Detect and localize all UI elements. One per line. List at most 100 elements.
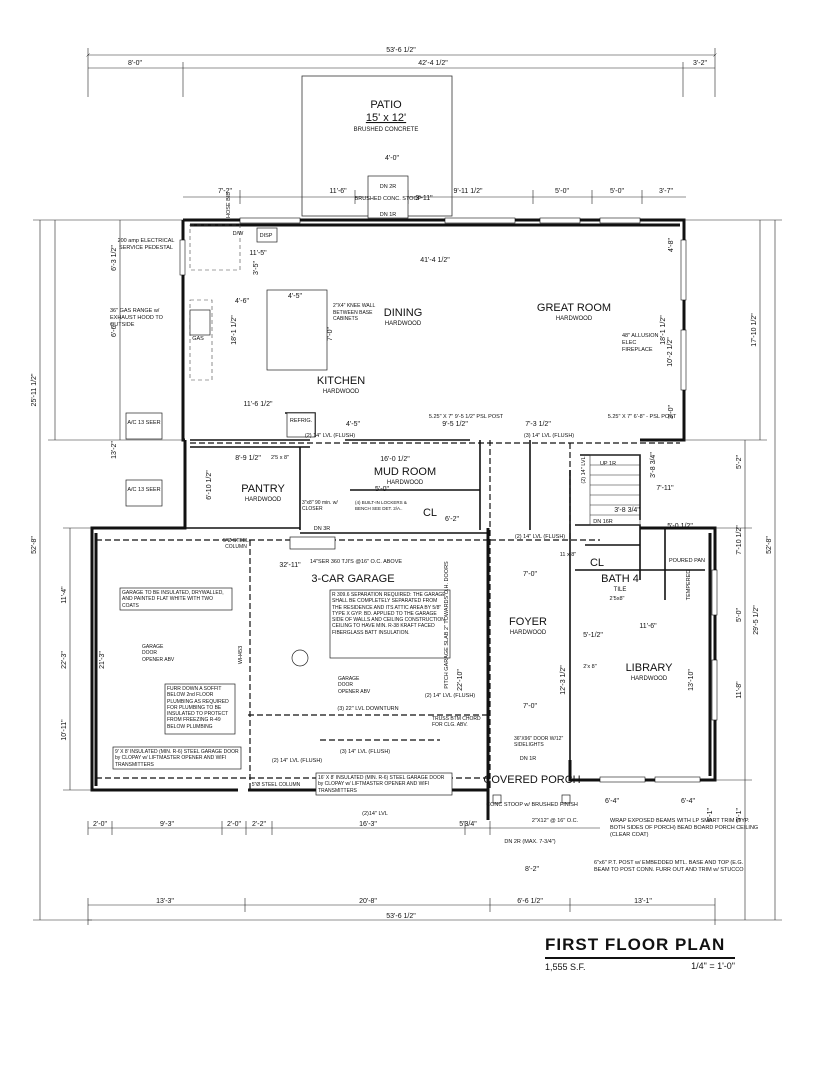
- note-column-2: 5"Ø STEEL COLUMN: [252, 782, 301, 788]
- dim-k8: 4'-8": [668, 238, 675, 252]
- kitchen-finish: HARDWOOD: [323, 389, 360, 395]
- ac-unit-2: [125, 479, 163, 507]
- dim-foyer-width-2: 7'-0": [523, 703, 537, 710]
- dim-right-b: 29'-5 1/2": [753, 605, 760, 635]
- porch-post-right: [561, 794, 571, 804]
- dim-bottom-b: 20'-8": [359, 898, 377, 905]
- dim-foyer-width: 7'-0": [523, 571, 537, 578]
- dim-kitchen-height: 18'-1 1/2": [231, 315, 238, 345]
- dim-island-height: 7'-0": [327, 327, 334, 341]
- note-closet-size: 11 x 8": [560, 552, 577, 558]
- dim-row2-b: 11'-6": [329, 188, 347, 195]
- dim-row2-f: 5'-0": [610, 188, 624, 195]
- dim-right-e: 5'-0": [736, 608, 743, 622]
- gas-range: [189, 309, 211, 336]
- foyer-finish: HARDWOOD: [510, 630, 547, 636]
- dim-kitchen-width: 11'-6 1/2": [244, 401, 274, 408]
- note-dn-2r-b: DN 2R (MAX. 7-3/4"): [504, 839, 555, 845]
- dim-pantry-width: 8'-9 1/2": [235, 455, 261, 462]
- dim-top-left: 8'-0": [128, 60, 142, 67]
- dim-row2-e: 5'-0": [555, 188, 569, 195]
- note-opener-2: GARAGE DOOR OPENER ABV: [338, 676, 370, 695]
- dim-stair-b: 3'-8 3/4": [614, 507, 640, 514]
- dim-k3: 4'-5": [346, 421, 360, 428]
- dim-library-width: 11'-6": [639, 623, 657, 630]
- note-pantry-door: 2'5 x 8": [271, 455, 289, 461]
- separation-note-box: [329, 589, 451, 659]
- top-dimension-strings: [88, 48, 715, 204]
- kitchen-upper-cabinets: [189, 224, 241, 271]
- beam-b8: (2) 14" LVL (FLUSH): [425, 693, 475, 699]
- dim-left-b: 6'-6": [111, 323, 118, 337]
- dim-right-total: 52'-8": [766, 536, 773, 554]
- bath-name: BATH 4: [601, 573, 639, 585]
- dim-k4: 9'-5 1/2": [442, 421, 468, 428]
- dim-library-b2: 6'-4": [681, 798, 695, 805]
- dim-great-height: 18'-1 1/2": [660, 315, 667, 345]
- note-truss: TRUSS BTM CHORD FOR CLG. ABV.: [432, 716, 481, 728]
- stairs: [589, 454, 641, 526]
- dim-k2: 3'-5": [253, 261, 260, 275]
- note-rafters: 2"X12" @ 16" O.C.: [532, 818, 579, 824]
- ac2-label: A/C 13 SEER: [127, 487, 160, 493]
- dim-garage-side: 21'-3": [99, 651, 106, 669]
- dim-foyer-height: 12'-3 1/2": [560, 665, 567, 695]
- beam-b4: (3) 22" LVL DOWNTURN: [337, 706, 398, 712]
- kitchen-island: [266, 289, 328, 371]
- dim-row2-c: 4'-0": [385, 155, 399, 162]
- beam-b3: (2) 14" LVL (FLUSH): [515, 534, 565, 540]
- note-tempered: TEMPERED: [686, 570, 692, 601]
- dim-great-height-2: 10'-2 1/2": [667, 337, 674, 367]
- furr-note-box: [164, 683, 236, 735]
- dim-mud-closet: 6'-2": [445, 516, 459, 523]
- dim-left-total-2: 52'-8": [31, 536, 38, 554]
- note-garage-door-1: 9' X 8' INSULATED (MIN. R-6) STEEL GARAG…: [115, 749, 239, 768]
- pantry-finish: HARDWOOD: [245, 497, 282, 503]
- garage-door-2-note-box: [315, 772, 453, 796]
- dim-right-g: 5'-1": [736, 808, 743, 822]
- great-room-name: GREAT ROOM: [537, 302, 611, 314]
- beam-b5: (3) 14" LVL (FLUSH): [340, 749, 390, 755]
- note-dn-1r-a: DN 1R: [380, 212, 397, 218]
- note-separation: R 309.6 SEPARATION REQUIRED: THE GARAGE …: [332, 592, 446, 636]
- foyer-closet-name: CL: [590, 557, 604, 569]
- water-heater: [291, 649, 309, 667]
- windows: [179, 217, 718, 783]
- kitchen-sink: [256, 227, 278, 243]
- plan-area: 1,555 S.F.: [545, 962, 586, 972]
- dim-bath-width: 5'-0 1/2": [667, 523, 693, 530]
- dim-k7: 3'-0": [668, 405, 675, 419]
- plan-title: FIRST FLOOR PLAN: [545, 935, 735, 959]
- ac1-label: A/C 13 SEER: [127, 420, 160, 426]
- note-knee-wall: 2"X4" KNEE WALL BETWEEN BASE CABINETS: [333, 303, 375, 322]
- dim-bottom2-a: 2'-0": [93, 821, 107, 828]
- note-column-1: 5"Ø STEEL COLUMN: [223, 538, 249, 550]
- dim-bottom-c: 6'-6 1/2": [517, 898, 543, 905]
- note-opener-1: GARAGE DOOR OPENER ABV: [142, 644, 174, 663]
- dim-k5: 7'-3 1/2": [525, 421, 551, 428]
- beam-b6: (2) 14" LVL (FLUSH): [272, 758, 322, 764]
- dim-bottom2-d: 2'-2": [252, 821, 266, 828]
- kitchen-name: KITCHEN: [317, 375, 365, 387]
- dim-mud-width: 16'-0 1/2": [380, 456, 410, 463]
- patio-size: 15' x 12': [366, 112, 406, 124]
- dim-k6: 3'-11": [415, 195, 433, 202]
- note-porch-post: 6"x6" P.T. POST w/ EMBEDDED MTL. BASE AN…: [594, 860, 744, 873]
- dim-left-total: 25'-11 1/2": [31, 373, 38, 406]
- mud-room-finish: HARDWOOD: [387, 480, 424, 486]
- note-dn-1r-b: DN 1R: [520, 756, 537, 762]
- plan-scale: 1/4" = 1'-0": [691, 961, 735, 971]
- dim-row2-g: 3'-7": [659, 188, 673, 195]
- note-furr: FURR DOWN A SOFFIT BELOW 2nd FLOOR PLUMB…: [167, 686, 229, 730]
- refrigerator: [286, 412, 316, 438]
- dim-mud-a: 5'-0": [375, 486, 389, 493]
- dim-right-a: 17'-10 1/2": [751, 313, 758, 347]
- beam-b7: (2)14" LVL: [362, 811, 388, 817]
- dim-porch-width: 8'-2": [525, 866, 539, 873]
- mud-closet-name: CL: [423, 507, 437, 519]
- garage-step: [289, 536, 336, 550]
- kitchen-base-cabinets: [189, 299, 213, 381]
- dim-island-offset: 4'-6": [235, 298, 249, 305]
- left-dimension-strings: [33, 219, 185, 921]
- note-lockers: (4) BUILT-IN LOCKERS & BENCH SEE DET. 2/…: [355, 500, 407, 511]
